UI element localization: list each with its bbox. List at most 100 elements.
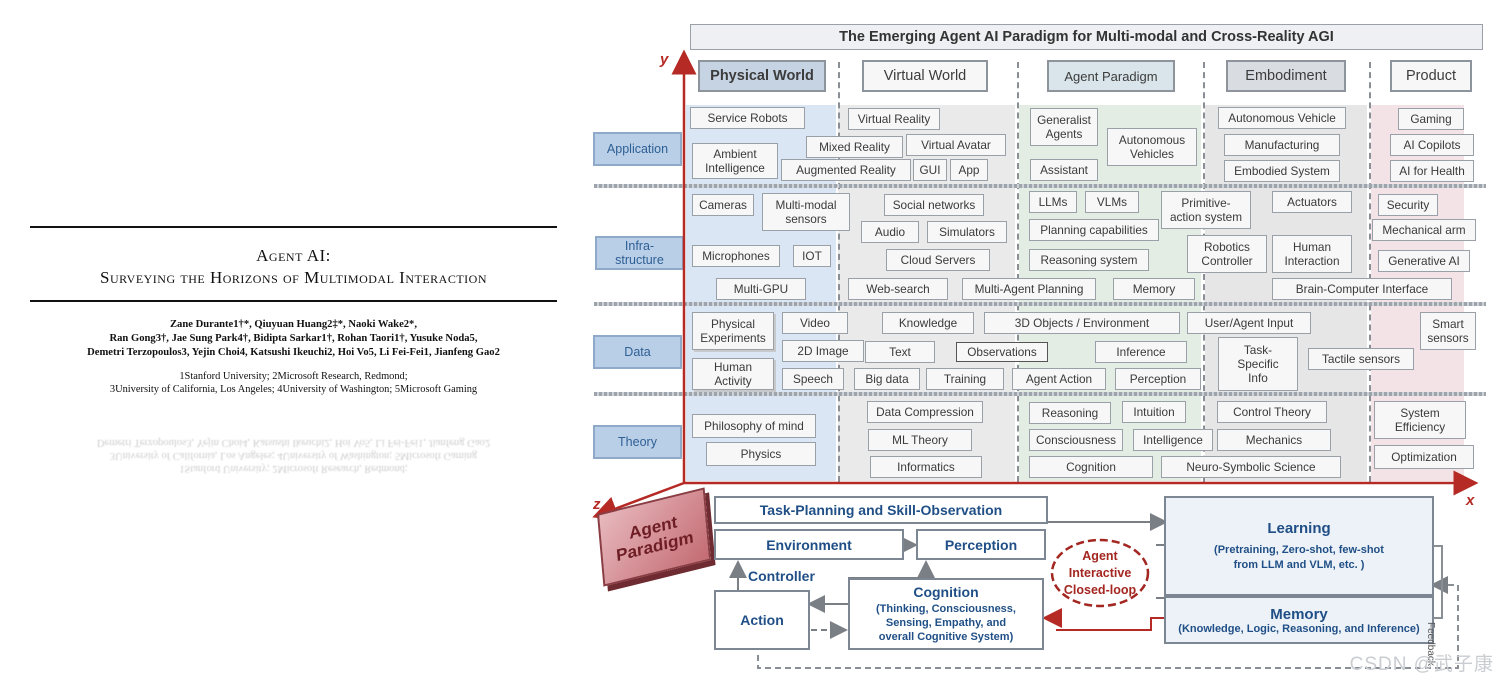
cell-human-interaction: Human Interaction xyxy=(1272,235,1352,273)
column-divider xyxy=(838,62,840,482)
cell-optimization: Optimization xyxy=(1374,445,1474,469)
title-rule-top xyxy=(30,226,557,228)
cell-autonomous-vehicle: Autonomous Vehicle xyxy=(1218,107,1346,129)
cell-ambient-intelligence: Ambient Intelligence xyxy=(692,143,778,179)
cell-intuition: Intuition xyxy=(1122,401,1186,423)
cell-informatics: Informatics xyxy=(870,456,982,478)
cell-simulators: Simulators xyxy=(927,221,1007,243)
flow-controller-label: Controller xyxy=(748,568,815,584)
cell-cameras: Cameras xyxy=(692,194,754,216)
y-axis-label: y xyxy=(660,51,669,68)
cell-intelligence: Intelligence xyxy=(1133,429,1213,451)
cell-3d-objects-environment: 3D Objects / Environment xyxy=(984,312,1180,334)
row-label-data: Data xyxy=(593,335,682,369)
cell-embodied-system: Embodied System xyxy=(1224,160,1340,182)
cell-reasoning-system: Reasoning system xyxy=(1029,249,1149,271)
flow-learning: Learning (Pretraining, Zero-shot, few-sh… xyxy=(1164,496,1434,596)
cell-audio: Audio xyxy=(861,221,919,243)
cell-big-data: Big data xyxy=(854,368,920,390)
cell-assistant: Assistant xyxy=(1030,159,1098,181)
cell-generalist-agents: Generalist Agents xyxy=(1030,108,1098,146)
cell-text: Text xyxy=(865,341,935,363)
flow-cognition-title: Cognition xyxy=(913,584,979,600)
cell-cognition: Cognition xyxy=(1029,456,1153,478)
cell-physics: Physics xyxy=(706,442,816,466)
cell-human-activity: Human Activity xyxy=(692,358,774,390)
z-axis-label: z xyxy=(593,496,601,513)
cell-data-compression: Data Compression xyxy=(867,401,983,423)
cell-primitive-action-system: Primitive- action system xyxy=(1161,191,1251,229)
cell-task-specific-info: Task- Specific Info xyxy=(1218,337,1298,391)
cell-inference: Inference xyxy=(1095,341,1187,363)
column-divider xyxy=(1017,62,1019,482)
cell-manufacturing: Manufacturing xyxy=(1224,134,1340,156)
diagram-title: The Emerging Agent AI Paradigm for Multi… xyxy=(690,24,1483,50)
cell-system-efficiency: System Efficiency xyxy=(1374,401,1466,439)
cell-virtual-avatar: Virtual Avatar xyxy=(906,134,1006,156)
cell-knowledge: Knowledge xyxy=(882,312,974,334)
agent-ai-diagram: The Emerging Agent AI Paradigm for Multi… xyxy=(586,0,1500,686)
paper-title-line1: Agent AI: xyxy=(256,246,331,265)
flow-learning-title: Learning xyxy=(1267,519,1331,537)
paper-title-line2: Surveying the Horizons of Multimodal Int… xyxy=(99,268,487,287)
cell-consciousness: Consciousness xyxy=(1029,429,1123,451)
flow-task-planning: Task-Planning and Skill-Observation xyxy=(714,496,1048,524)
cell-ml-theory: ML Theory xyxy=(868,429,972,451)
cell-smart-sensors: Smart sensors xyxy=(1420,312,1476,350)
cell-gui: GUI xyxy=(913,159,947,181)
cell-app: App xyxy=(950,159,988,181)
cell-neuro-symbolic-science: Neuro-Symbolic Science xyxy=(1161,456,1341,478)
flow-memory: Memory (Knowledge, Logic, Reasoning, and… xyxy=(1164,596,1434,644)
cell-mechanics: Mechanics xyxy=(1217,429,1331,451)
cell-security: Security xyxy=(1378,194,1438,216)
column-header-embodiment: Embodiment xyxy=(1226,60,1346,92)
cell-generative-ai: Generative AI xyxy=(1378,250,1470,272)
cell-user-agent-input: User/Agent Input xyxy=(1187,312,1311,334)
flow-cognition: Cognition (Thinking, Consciousness, Sens… xyxy=(848,578,1044,650)
flow-perception: Perception xyxy=(916,529,1046,560)
cell-physical-experiments: Physical Experiments xyxy=(692,312,774,350)
cell-social-networks: Social networks xyxy=(884,194,984,216)
cell-virtual-reality: Virtual Reality xyxy=(848,108,940,130)
cell-philosophy-of-mind: Philosophy of mind xyxy=(692,414,816,438)
column-divider xyxy=(1369,62,1371,482)
cell-gaming: Gaming xyxy=(1398,108,1464,130)
flow-learning-body: (Pretraining, Zero-shot, few-shot from L… xyxy=(1214,543,1384,571)
author-list: Zane Durante1†*, Qiuyuan Huang2‡*, Naoki… xyxy=(30,318,557,360)
title-rule-bottom xyxy=(30,300,557,302)
cell-tactile-sensors: Tactile sensors xyxy=(1308,348,1414,370)
cell-mixed-reality: Mixed Reality xyxy=(806,136,903,158)
paper-title-page: Agent AI: Surveying the Horizons of Mult… xyxy=(0,0,585,686)
flow-environment: Environment xyxy=(714,529,904,560)
row-label-application: Application xyxy=(593,132,682,166)
column-header-physical-world: Physical World xyxy=(698,60,826,92)
flow-memory-title: Memory xyxy=(1270,605,1328,623)
cell-ai-for-health: AI for Health xyxy=(1390,160,1474,182)
cell-mechanical-arm: Mechanical arm xyxy=(1372,219,1476,241)
author-line: Zane Durante1†*, Qiuyuan Huang2‡*, Naoki… xyxy=(169,319,418,330)
cell-speech: Speech xyxy=(782,368,844,390)
cell-training: Training xyxy=(926,368,1004,390)
cell-video: Video xyxy=(782,312,848,334)
mirror-reflection: 1Stanford University; 2Microsoft Researc… xyxy=(96,437,491,474)
cell-iot: IOT xyxy=(793,245,831,267)
flow-closed-loop: Agent Interactive Closed-loop xyxy=(1063,549,1137,597)
row-separator xyxy=(594,392,1486,396)
flow-memory-body: (Knowledge, Logic, Reasoning, and Infere… xyxy=(1178,622,1420,635)
cell-observations: Observations xyxy=(956,342,1048,362)
watermark: CSDN @武子康 xyxy=(1349,654,1494,675)
author-line: Ran Gong3†, Jae Sung Park4†, Bidipta Sar… xyxy=(109,333,478,344)
cell-multi-gpu: Multi-GPU xyxy=(716,278,806,300)
cell-ai-copilots: AI Copilots xyxy=(1390,134,1474,156)
row-label-infrastructure: Infra- structure xyxy=(595,236,684,270)
cell-actuators: Actuators xyxy=(1272,191,1352,213)
row-label-theory: Theory xyxy=(593,425,682,459)
cell-2d-image: 2D Image xyxy=(782,340,864,362)
row-separator xyxy=(594,184,1486,188)
cell-microphones: Microphones xyxy=(692,245,780,267)
cell-multi-agent-planning: Multi-Agent Planning xyxy=(962,278,1096,300)
closed-loop-ellipse xyxy=(1050,538,1150,608)
axes-svg xyxy=(592,49,1479,669)
x-axis-label: x xyxy=(1466,492,1475,509)
flow-cognition-body: (Thinking, Consciousness, Sensing, Empat… xyxy=(876,603,1016,643)
